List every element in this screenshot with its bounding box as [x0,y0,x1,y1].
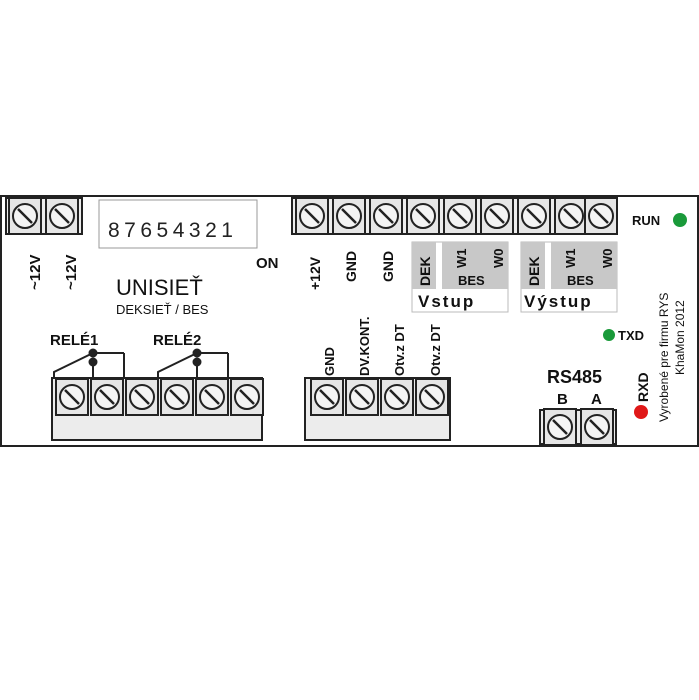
screw-icon [442,196,478,236]
screw-icon [44,196,80,236]
output-w0-label: W0 [600,249,615,269]
screw-icon [194,377,230,417]
screw-icon [516,196,552,236]
manufacturer-line-1: Vyrobené pre firmu RYS [657,293,671,422]
board-title: UNISIEŤ [116,275,203,300]
input-w1-label: W1 [454,249,469,269]
screw-icon [229,377,265,417]
led-txd-label: TXD [618,328,644,343]
screw-icon [7,196,43,236]
screw-icon [583,196,619,236]
rs485-title: RS485 [547,367,602,387]
top-label-plus12v: +12V [307,256,323,290]
screw-icon [405,196,441,236]
screw-icon [309,377,345,417]
manufacturer-line-2: KhaMon 2012 [673,300,687,375]
screw-icon [414,377,450,417]
power-terminal-block [5,196,83,236]
screw-icon [553,196,589,236]
screw-icon [54,377,90,417]
dip-switch-numbers: 87654321 [108,219,237,242]
output-bes-label: BES [567,273,594,288]
screw-icon [331,196,367,236]
screw-icon [294,196,330,236]
led-txd-indicator [603,329,615,341]
screw-icon [124,377,160,417]
top-terminal-block [291,196,619,236]
output-group: DEK W1 W0 BES Výstup [520,241,618,313]
input-group: DEK W1 W0 BES Vstup [411,241,509,313]
input-bes-label: BES [458,273,485,288]
input-w0-label: W0 [491,249,506,269]
input-group-title: Vstup [418,292,475,311]
relay2-label: RELÉ2 [153,332,201,349]
screw-icon [479,196,515,236]
led-run-label: RUN [632,213,660,228]
signal-terminal-block [304,377,451,441]
bottom-label-otv-dt-1: Otv.z DT [392,324,407,376]
screw-icon [542,407,578,447]
screw-icon [344,377,380,417]
dip-switch [98,199,258,249]
screw-icon [159,377,195,417]
bottom-label-otv-dt-2: Otv.z DT [428,324,443,376]
bottom-label-gnd: GND [322,347,337,376]
relay2-symbol [157,348,229,378]
output-dek-label: DEK [526,256,542,286]
top-label-gnd-2: GND [380,251,396,282]
led-rxd-indicator [634,405,648,419]
power-label-1: ~12V [27,255,44,290]
bottom-label-dv-kont: DV.KONT. [357,317,372,376]
led-rxd-label: RXD [635,372,651,402]
rs485-terminal-block [539,407,617,447]
output-w1-label: W1 [563,249,578,269]
rs485-a-label: A [591,391,602,408]
relay1-symbol [53,348,125,378]
board-subtitle: DEKSIEŤ / BES [116,302,209,317]
led-run-indicator [673,213,687,227]
screw-icon [379,377,415,417]
power-label-2: ~12V [63,255,80,290]
screw-icon [368,196,404,236]
input-dek-label: DEK [417,256,433,286]
relay1-label: RELÉ1 [50,332,98,349]
output-group-title: Výstup [524,292,593,311]
relay-terminal-block [51,377,265,441]
dip-switch-on-label: ON [256,255,279,272]
top-label-gnd-1: GND [343,251,359,282]
screw-icon [89,377,125,417]
rs485-b-label: B [557,391,568,408]
screw-icon [579,407,615,447]
